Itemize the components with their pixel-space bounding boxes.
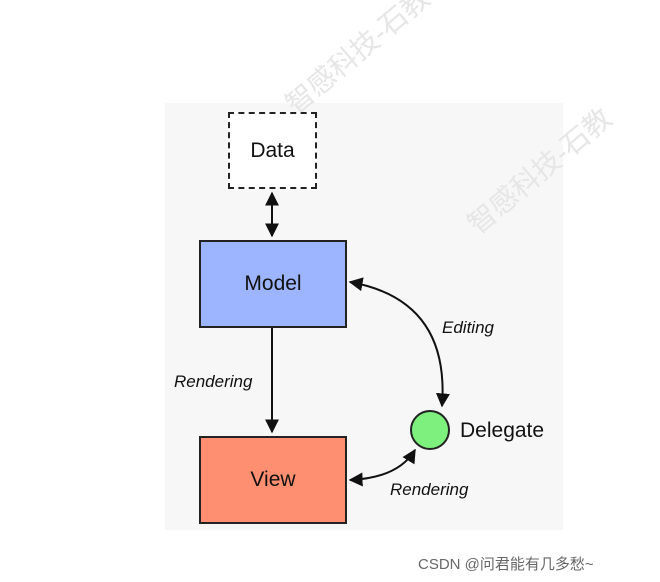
model-node-label: Model: [244, 272, 302, 295]
model-delegate-edge-label: Editing: [442, 318, 494, 337]
view-node: View: [199, 436, 347, 524]
delegate-view-edge-label: Rendering: [390, 480, 469, 499]
delegate-node-label: Delegate: [460, 419, 545, 442]
delegate-node: [410, 410, 450, 450]
model-view-edge-label: Rendering: [174, 372, 253, 391]
delegate-view-connector: [348, 448, 416, 487]
data-node: Data: [228, 112, 317, 189]
model-node: Model: [199, 240, 347, 328]
view-node-label: View: [250, 468, 296, 491]
model-delegate-connector: [348, 277, 450, 408]
csdn-watermark: CSDN @问君能有几多愁~: [418, 556, 594, 573]
data-node-label: Data: [250, 138, 295, 162]
